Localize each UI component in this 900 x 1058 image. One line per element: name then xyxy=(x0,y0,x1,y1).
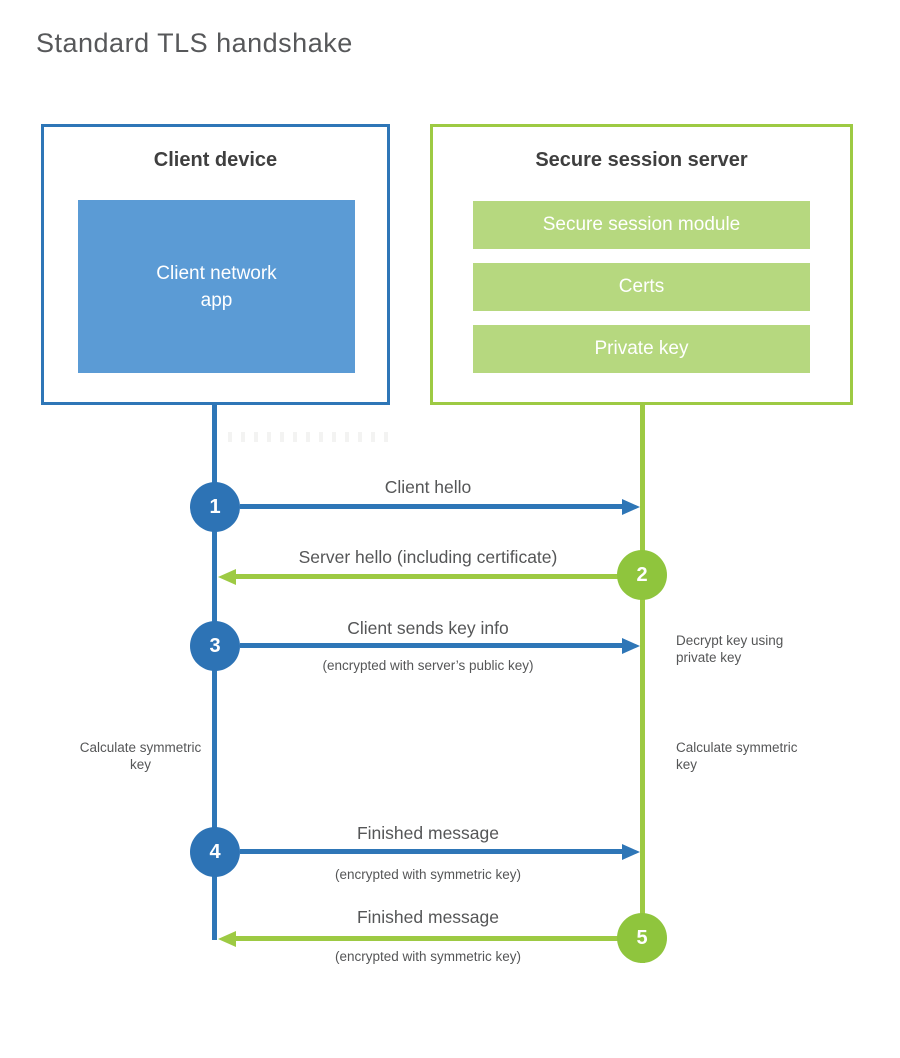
step-1-arrow-shaft xyxy=(240,504,622,509)
server-module-private-key: Private key xyxy=(473,325,810,373)
note-decrypt-key: Decrypt key using private key xyxy=(676,633,784,665)
arrow-left-icon xyxy=(218,569,236,585)
secure-session-server-box: Secure session server Secure session mod… xyxy=(430,124,853,405)
step-5-label: Finished message xyxy=(356,907,500,927)
step-3-badge: 3 xyxy=(190,621,240,671)
client-lifeline xyxy=(212,403,217,940)
step-3-arrow-shaft xyxy=(240,643,622,648)
arrow-right-icon xyxy=(622,638,640,654)
client-device-heading: Client device xyxy=(153,149,278,171)
step-2-arrow-shaft xyxy=(236,574,619,579)
step-1-badge: 1 xyxy=(190,482,240,532)
note-calculate-symmetric-right: Calculate symmetric key xyxy=(676,740,798,772)
note-calculate-symmetric-left: Calculate symmetric key xyxy=(79,740,202,772)
server-heading: Secure session server xyxy=(535,149,748,171)
server-lifeline xyxy=(640,403,645,963)
step-3-sublabel: (encrypted with server’s public key) xyxy=(322,658,534,673)
step-4-arrow-shaft xyxy=(240,849,622,854)
page-title: Standard TLS handshake xyxy=(36,28,353,58)
step-3-label: Client sends key info xyxy=(347,618,509,638)
arrow-right-icon xyxy=(622,499,640,515)
step-5-arrow-shaft xyxy=(236,936,619,941)
client-device-box: Client device Client network app xyxy=(41,124,390,405)
step-5-sublabel: (encrypted with symmetric key) xyxy=(334,949,522,964)
step-4-badge: 4 xyxy=(190,827,240,877)
arrow-right-icon xyxy=(622,844,640,860)
step-2-badge: 2 xyxy=(617,550,667,600)
client-network-app-box: Client network app xyxy=(78,200,355,373)
step-4-label: Finished message xyxy=(356,823,500,843)
client-network-app-label: Client network app xyxy=(156,262,277,311)
server-module-certs: Certs xyxy=(473,263,810,311)
step-5-badge: 5 xyxy=(617,913,667,963)
step-1-label: Client hello xyxy=(384,477,472,497)
arrow-left-icon xyxy=(218,931,236,947)
step-2-label: Server hello (including certificate) xyxy=(298,547,558,567)
server-module-secure-session: Secure session module xyxy=(473,201,810,249)
step-4-sublabel: (encrypted with symmetric key) xyxy=(334,867,522,882)
faint-dashes-artifact xyxy=(228,432,390,442)
